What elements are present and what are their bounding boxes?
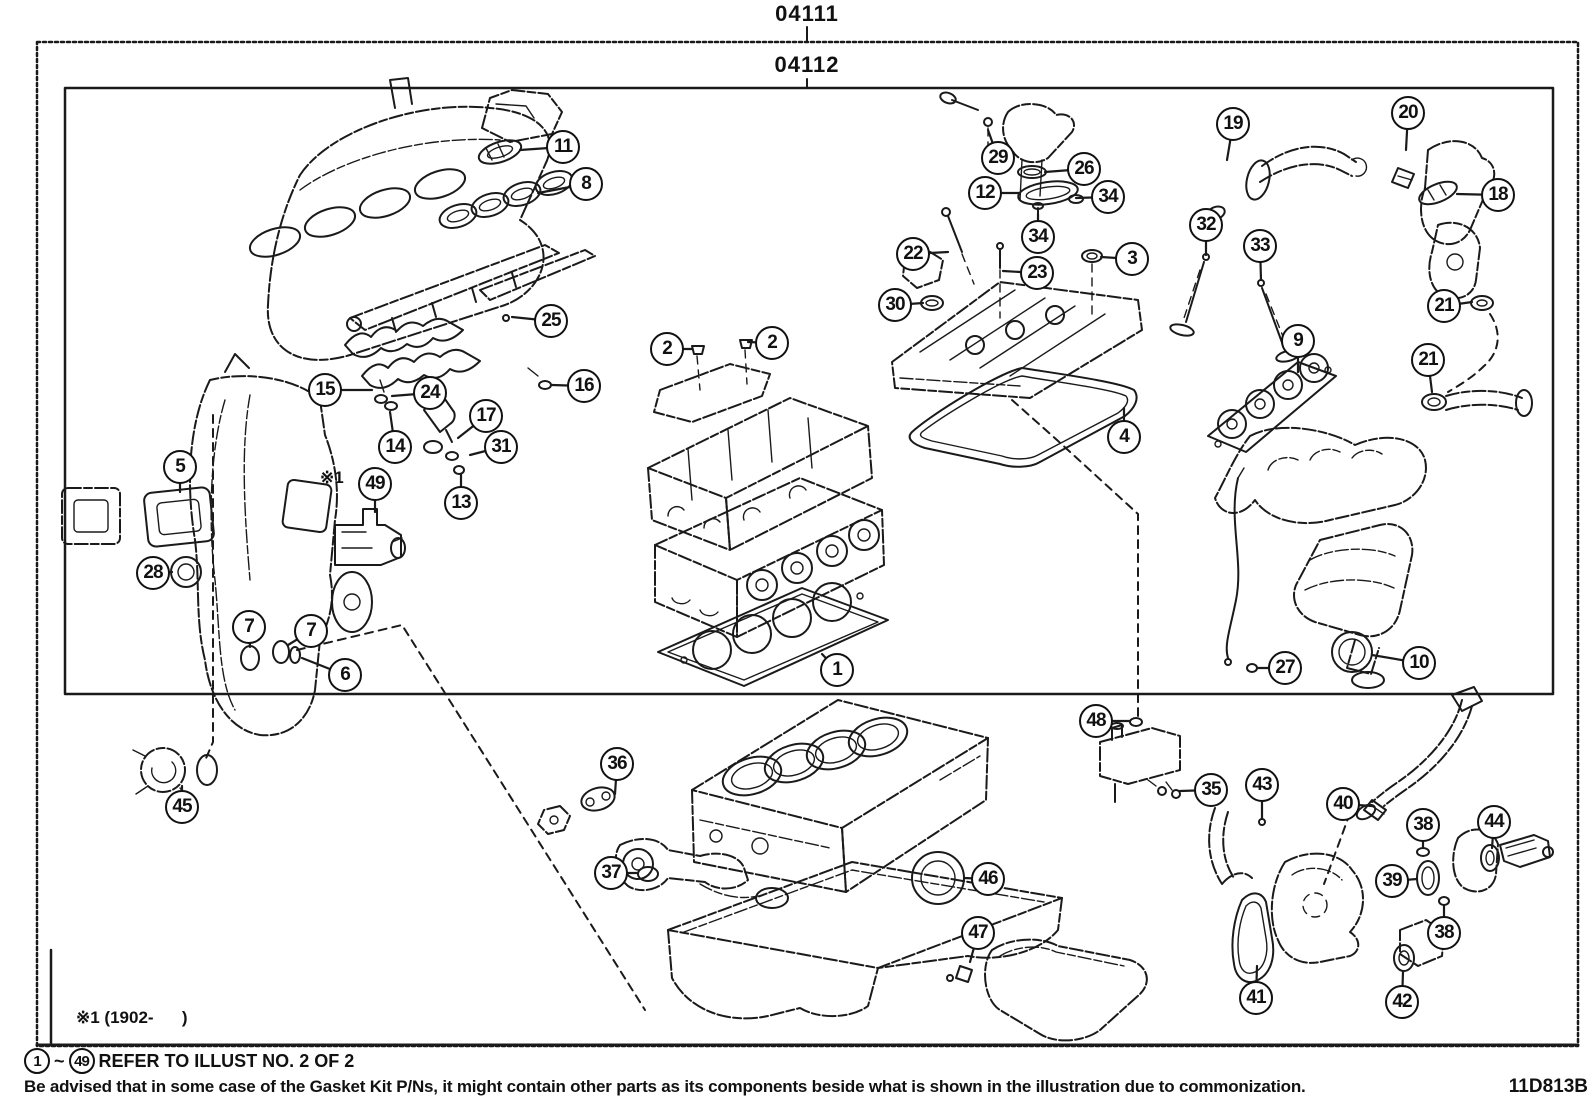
camshafts-sketch	[344, 317, 481, 389]
callout-27[interactable]: 27	[1268, 651, 1302, 685]
dashed-reference-line	[296, 624, 646, 1011]
timing-cover-sketch	[189, 353, 373, 737]
drawing-code: 11D813B	[1508, 1076, 1588, 1097]
water-pump-sketch	[1270, 852, 1365, 964]
callout-36[interactable]: 36	[600, 747, 634, 781]
callout-21[interactable]: 21	[1427, 289, 1461, 323]
callout-33[interactable]: 33	[1243, 229, 1277, 263]
callout-43[interactable]: 43	[1245, 768, 1279, 802]
outer-kit-box-04111	[35, 26, 1580, 1048]
callout-32[interactable]: 32	[1189, 208, 1223, 242]
legend-circle-end: 49	[68, 1048, 95, 1074]
callout-37[interactable]: 37	[594, 856, 628, 890]
callout-28[interactable]: 28	[136, 556, 170, 590]
callout-2[interactable]: 2	[650, 332, 684, 366]
water-outlet-sketch	[1206, 140, 1533, 417]
legend-refer-line: 1 ~ 49 REFER TO ILLUST NO. 2 OF 2	[24, 1048, 354, 1074]
chain-guide-43-sketch	[1208, 807, 1266, 885]
callout-45[interactable]: 45	[165, 790, 199, 824]
callout-4[interactable]: 4	[1107, 420, 1141, 454]
callout-48[interactable]: 48	[1079, 704, 1113, 738]
exhaust-gasket-sketch	[1207, 353, 1337, 453]
callout-13[interactable]: 13	[444, 486, 478, 520]
callout-9[interactable]: 9	[1281, 324, 1315, 358]
throttle-gasket-sketch	[477, 89, 563, 165]
callout-8[interactable]: 8	[569, 167, 603, 201]
kit-number-04112: 04112	[774, 52, 840, 77]
cam-housing-sketch	[653, 339, 771, 423]
callout-23[interactable]: 23	[1020, 256, 1054, 290]
callout-30[interactable]: 30	[878, 288, 912, 322]
callout-17[interactable]: 17	[469, 399, 503, 433]
footnote-marker-49: ※1	[320, 468, 344, 487]
callout-41[interactable]: 41	[1239, 981, 1273, 1015]
callout-18[interactable]: 18	[1481, 178, 1515, 212]
callout-11[interactable]: 11	[546, 130, 580, 164]
cylinder-head-sketch	[654, 477, 885, 638]
callout-21[interactable]: 21	[1411, 343, 1445, 377]
callout-49[interactable]: 49	[358, 467, 392, 501]
callout-42[interactable]: 42	[1385, 985, 1419, 1019]
callout-34[interactable]: 34	[1021, 220, 1055, 254]
callout-24[interactable]: 24	[413, 376, 447, 410]
callout-22[interactable]: 22	[896, 237, 930, 271]
callout-44[interactable]: 44	[1477, 805, 1511, 839]
callout-26[interactable]: 26	[1067, 152, 1101, 186]
exhaust-manifold-sketch	[1214, 426, 1427, 689]
head-gasket-sketch	[657, 582, 889, 687]
callout-2[interactable]: 2	[755, 326, 789, 360]
callout-7[interactable]: 7	[232, 610, 266, 644]
callout-31[interactable]: 31	[484, 430, 518, 464]
callout-34[interactable]: 34	[1091, 180, 1125, 214]
legend-tilde: ~	[54, 1050, 65, 1071]
callout-16[interactable]: 16	[567, 369, 601, 403]
callout-47[interactable]: 47	[961, 916, 995, 950]
legend-refer-text: REFER TO ILLUST NO. 2 OF 2	[98, 1050, 355, 1071]
callout-15[interactable]: 15	[308, 373, 342, 407]
ocv-49-sketch	[334, 508, 406, 566]
engine-block-sketch	[691, 699, 989, 893]
cover-gasket-sketch	[908, 367, 1138, 468]
callout-7[interactable]: 7	[294, 614, 328, 648]
callout-10[interactable]: 10	[1402, 646, 1436, 680]
pump-gasket-41-sketch	[1231, 892, 1275, 983]
inner-kit-box-04112	[63, 78, 1555, 696]
callout-38[interactable]: 38	[1427, 916, 1461, 950]
callout-29[interactable]: 29	[981, 141, 1015, 175]
callout-5[interactable]: 5	[163, 450, 197, 484]
callout-6[interactable]: 6	[328, 658, 362, 692]
footnote-production-range: ※1 (1902- )	[76, 1008, 188, 1027]
callout-46[interactable]: 46	[971, 862, 1005, 896]
intake-gasket-sketch	[438, 170, 574, 229]
dashed-reference-line	[1323, 812, 1351, 885]
callout-14[interactable]: 14	[378, 430, 412, 464]
callout-1[interactable]: 1	[820, 653, 854, 687]
front-gaskets-sketch	[61, 486, 215, 548]
advisory-text: Be advised that in some case of the Gask…	[24, 1077, 1306, 1096]
injector-sketch	[374, 367, 552, 475]
dashed-reference-line	[203, 414, 214, 764]
callout-35[interactable]: 35	[1194, 773, 1228, 807]
callout-3[interactable]: 3	[1115, 242, 1149, 276]
callout-39[interactable]: 39	[1375, 864, 1409, 898]
callout-12[interactable]: 12	[968, 176, 1002, 210]
callout-40[interactable]: 40	[1326, 787, 1360, 821]
callout-38[interactable]: 38	[1406, 808, 1440, 842]
cam-carrier-sketch	[647, 397, 873, 551]
callout-25[interactable]: 25	[534, 304, 568, 338]
callout-20[interactable]: 20	[1391, 96, 1425, 130]
dashed-reference-line	[1011, 399, 1139, 717]
aux-housing-42-sketch	[1393, 919, 1445, 972]
callout-19[interactable]: 19	[1216, 107, 1250, 141]
kit-number-04111: 04111	[775, 1, 839, 26]
legend-circle-start: 1	[24, 1048, 50, 1074]
sub-pan-47-sketch	[946, 938, 1148, 1042]
rear-seal-10-sketch	[1331, 631, 1373, 673]
intake-manifold-sketch	[248, 77, 551, 361]
